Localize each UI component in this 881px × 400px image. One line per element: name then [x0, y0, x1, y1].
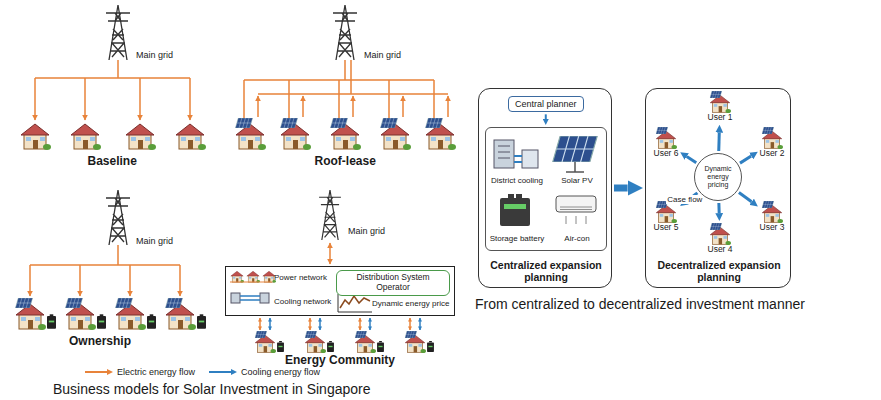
pricing-circle: Dynamic energy pricing — [694, 153, 742, 201]
node-text: Distribution System Operator — [340, 273, 446, 293]
legend-text: Cooling energy flow — [241, 367, 320, 377]
model-name: Energy Community — [285, 353, 395, 367]
legend-arrowhead — [107, 369, 113, 375]
user-node: User 3 — [760, 201, 785, 233]
grid-label: Main grid — [136, 50, 173, 60]
asset-box: District coolingSolar PV Storage batteryA… — [485, 127, 607, 251]
connector — [687, 156, 697, 162]
dso-region-box: Power networkCooling network Dynamic ener… — [225, 266, 455, 316]
user-node: User 5 — [654, 201, 679, 233]
node-text: Dynamic energy price — [372, 299, 454, 308]
node-text: User 1 — [708, 113, 733, 123]
centralized-panel: Centralized expansion planning Central pl… — [478, 88, 612, 288]
house-solar-icon — [654, 127, 678, 149]
node-text: Air-con — [548, 234, 606, 243]
model-name: Ownership — [69, 334, 131, 348]
section-caption: From centralized to decentralized invest… — [475, 296, 805, 312]
node-text: Centralized expansion planning — [479, 259, 613, 283]
house-solar-icon — [654, 201, 678, 223]
connector — [545, 114, 547, 119]
user-node: User 2 — [760, 127, 785, 159]
legend-swatch — [85, 371, 107, 373]
node-text: Central planner — [515, 99, 577, 109]
node-text: Power network — [274, 273, 334, 282]
user-node: User 1 — [708, 91, 733, 123]
legend-item: Electric energy flow — [85, 367, 195, 377]
node-text: Dynamic energy pricing — [697, 165, 739, 189]
legend: Electric energy flow Cooling energy flow — [85, 367, 334, 377]
grid-label: Main grid — [364, 50, 401, 60]
connector — [717, 203, 720, 213]
node-text: User 6 — [654, 149, 679, 159]
model-name: Roof-lease — [315, 154, 376, 168]
house-solar-icon — [708, 223, 732, 245]
legend-text: Electric energy flow — [117, 367, 195, 377]
node-text: User 3 — [760, 223, 785, 233]
planner-box: Central planner — [508, 96, 584, 112]
connector — [614, 185, 628, 192]
node-text: Cooling network — [274, 297, 344, 306]
node-text: Storage battery — [488, 234, 546, 243]
node-text: User 2 — [760, 149, 785, 159]
legend-item: Cooling energy flow — [209, 367, 320, 377]
user-node: User 4 — [708, 223, 733, 255]
decentralized-panel: Decentralized expansion planning Dynamic … — [645, 88, 791, 288]
house-solar-icon — [760, 201, 784, 223]
model-name: Baseline — [88, 154, 137, 168]
grid-label: Main grid — [348, 226, 385, 236]
dso-box: Distribution System Operator — [336, 270, 450, 296]
node-text: Decentralized expansion planning — [646, 259, 792, 283]
house-solar-icon — [708, 91, 732, 113]
node-text: User 4 — [708, 245, 733, 255]
legend-swatch — [209, 371, 231, 373]
house-solar-icon — [760, 127, 784, 149]
legend-arrowhead — [231, 369, 237, 375]
edge-label: Case flow — [666, 195, 703, 204]
connector — [739, 192, 752, 201]
connector — [717, 133, 721, 151]
figure-caption: Business models for Solar Investment in … — [53, 381, 371, 397]
node-text: District cooling — [488, 176, 546, 185]
grid-label: Main grid — [136, 236, 173, 246]
node-text: User 5 — [654, 223, 679, 233]
user-node: User 6 — [654, 127, 679, 159]
node-text: Solar PV — [548, 176, 606, 185]
connector — [740, 156, 751, 163]
